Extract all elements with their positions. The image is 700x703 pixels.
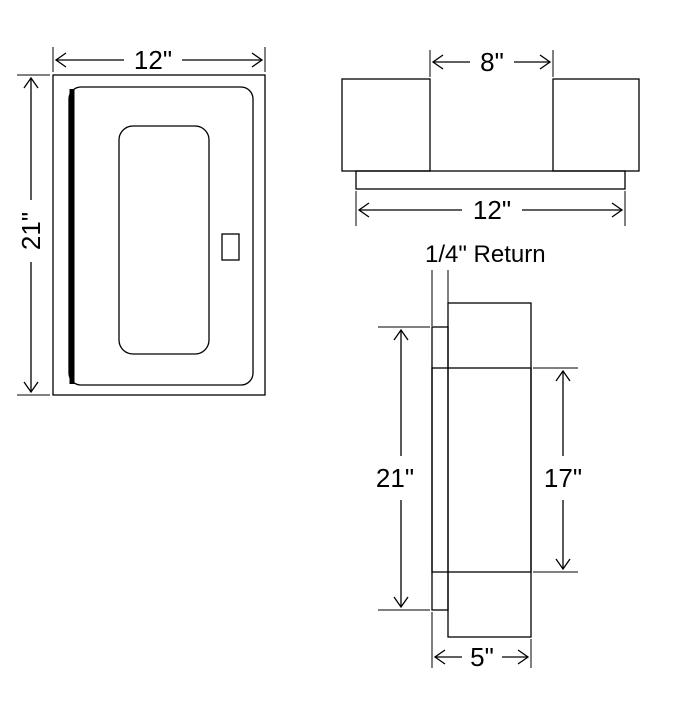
front-view: 12" 21"	[16, 45, 266, 396]
side-height-label: 21"	[376, 463, 414, 493]
side-recessed-body	[431, 367, 532, 573]
side-depth-label: 5"	[470, 642, 494, 672]
front-door-panel	[68, 86, 254, 386]
return-label: 1/4" Return	[425, 241, 546, 268]
side-return-flange	[431, 326, 449, 611]
side-depth-dimension: 5"	[431, 612, 532, 672]
top-view: 8" 12"	[341, 47, 640, 226]
front-handle	[221, 233, 240, 261]
side-body-dimension: 17"	[533, 367, 582, 573]
top-overall-label: 12"	[473, 195, 511, 225]
top-inner-dimension: 8"	[429, 47, 554, 77]
side-view: 1/4" Return 21" 17"	[376, 241, 582, 672]
front-width-dimension: 12"	[52, 45, 266, 75]
front-window	[118, 125, 210, 355]
top-left-block	[341, 78, 431, 172]
front-height-dimension: 21"	[16, 74, 50, 396]
side-body-label: 17"	[544, 463, 582, 493]
side-main-body	[447, 302, 532, 638]
top-right-block	[552, 78, 640, 172]
top-back-flange	[355, 170, 626, 190]
front-width-label: 12"	[134, 45, 172, 75]
top-inner-label: 8"	[480, 47, 504, 77]
front-outer-frame	[52, 74, 266, 396]
front-height-label: 21"	[16, 212, 46, 250]
top-overall-dimension: 12"	[355, 191, 626, 226]
side-height-dimension: 21"	[376, 326, 430, 611]
